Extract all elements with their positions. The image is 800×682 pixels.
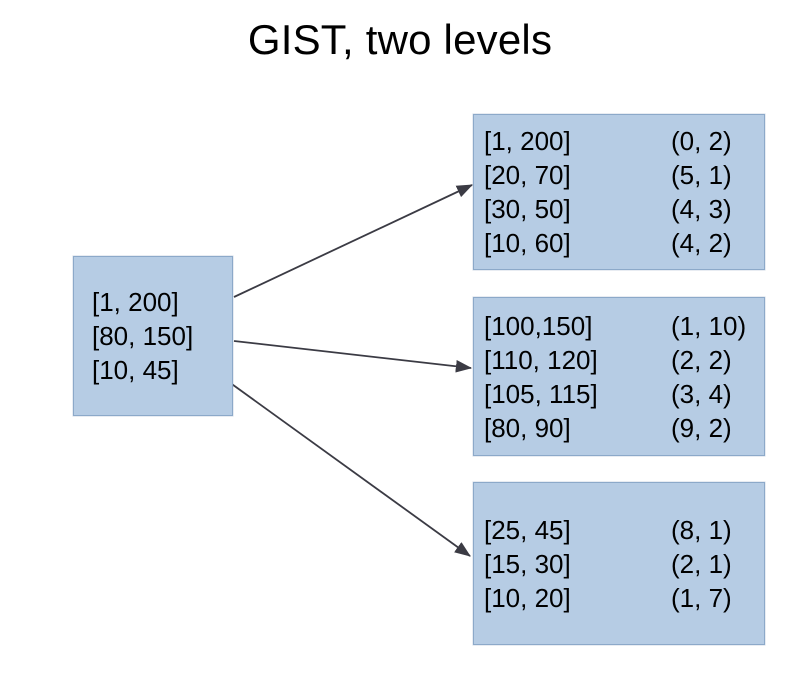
entry-row: [110, 120] (2, 2) [484, 343, 774, 377]
entry-key: [15, 30] [484, 548, 571, 579]
entry-key: [10, 20] [484, 582, 571, 613]
entry-key: [10, 45] [92, 355, 179, 385]
entry-value: (1, 10) [671, 310, 747, 341]
entry-row: [80, 150] [92, 319, 250, 353]
entry-row: [20, 70] (5, 1) [484, 158, 774, 192]
entry-value: (9, 2) [671, 412, 732, 443]
leaf-node-1-rows: [100,150](1, 10)[110, 120](2, 2)[105, 11… [474, 298, 774, 455]
entry-row: [10, 45] [92, 353, 250, 387]
arrow-root-to-leaf-2 [228, 381, 471, 557]
entry-row: [10, 60] (4, 2) [484, 226, 774, 260]
arrow-root-to-leaf-1 [233, 340, 473, 373]
entry-row: [1, 200] (0, 2) [484, 124, 774, 158]
leaf-node-2[interactable]: [25, 45] (8, 1) [15, 30] (2, 1) [10, 20] (1, … [473, 482, 765, 645]
entry-row: [30, 50] (4, 3) [484, 192, 774, 226]
entry-value: (5, 1) [671, 160, 732, 190]
entry-value: (0, 2) [671, 126, 732, 156]
entry-value: (4, 3) [671, 194, 732, 224]
entry-value: (8, 1) [671, 514, 732, 545]
page-title: GIST, two levels [247, 16, 553, 63]
entry-key: [80, 90] [484, 412, 571, 443]
entry-value: (4, 2) [671, 228, 732, 258]
entry-row: [1, 200] [92, 285, 250, 319]
entry-key: [25, 45] [484, 514, 571, 545]
entry-value: (1, 7) [671, 582, 732, 613]
leaf-node-0[interactable]: [1, 200] (0, 2) [20, 70] (5, 1) [30, 50] (4, … [473, 114, 765, 270]
entry-row: [10, 20] (1, 7) [484, 581, 774, 615]
entry-key: [110, 120] [484, 344, 598, 375]
entry-row: [25, 45] (8, 1) [484, 513, 774, 547]
entry-key: [1, 200] [484, 126, 571, 156]
entry-key: [10, 60] [484, 228, 571, 258]
entry-row: [100,150] (1, 10) [484, 309, 774, 343]
entry-key: [105, 115] [484, 378, 598, 409]
leaf-node-2-rows: [25, 45] (8, 1) [15, 30] (2, 1) [10, 20] (1, … [474, 483, 774, 644]
entry-value: (3, 4) [671, 378, 732, 409]
leaf-node-0-rows: [1, 200] (0, 2) [20, 70] (5, 1) [30, 50] (4, … [474, 115, 774, 269]
arrow-root-to-leaf-0 [233, 184, 473, 298]
root-node[interactable]: [1, 200] [80, 150] [10, 45] [73, 256, 233, 416]
entry-key: [30, 50] [484, 194, 571, 224]
entry-row: [80, 90] (9, 2) [484, 411, 774, 445]
entry-value: (2, 2) [671, 344, 732, 375]
leaf-node-1[interactable]: [100,150] (1, 10) [110, 120] (2, 2) [105, 11… [473, 297, 765, 456]
entry-key: [100,150] [484, 310, 593, 341]
entry-row: [15, 30] (2, 1) [484, 547, 774, 581]
entry-row: [105, 115] (3, 4) [484, 377, 774, 411]
entry-key: [1, 200] [92, 287, 179, 317]
entry-key: [80, 150] [92, 321, 194, 351]
root-node-rows: [1, 200] [80, 150] [10, 45] [74, 257, 250, 415]
entry-key: [20, 70] [484, 160, 571, 190]
entry-value: (2, 1) [671, 548, 732, 579]
